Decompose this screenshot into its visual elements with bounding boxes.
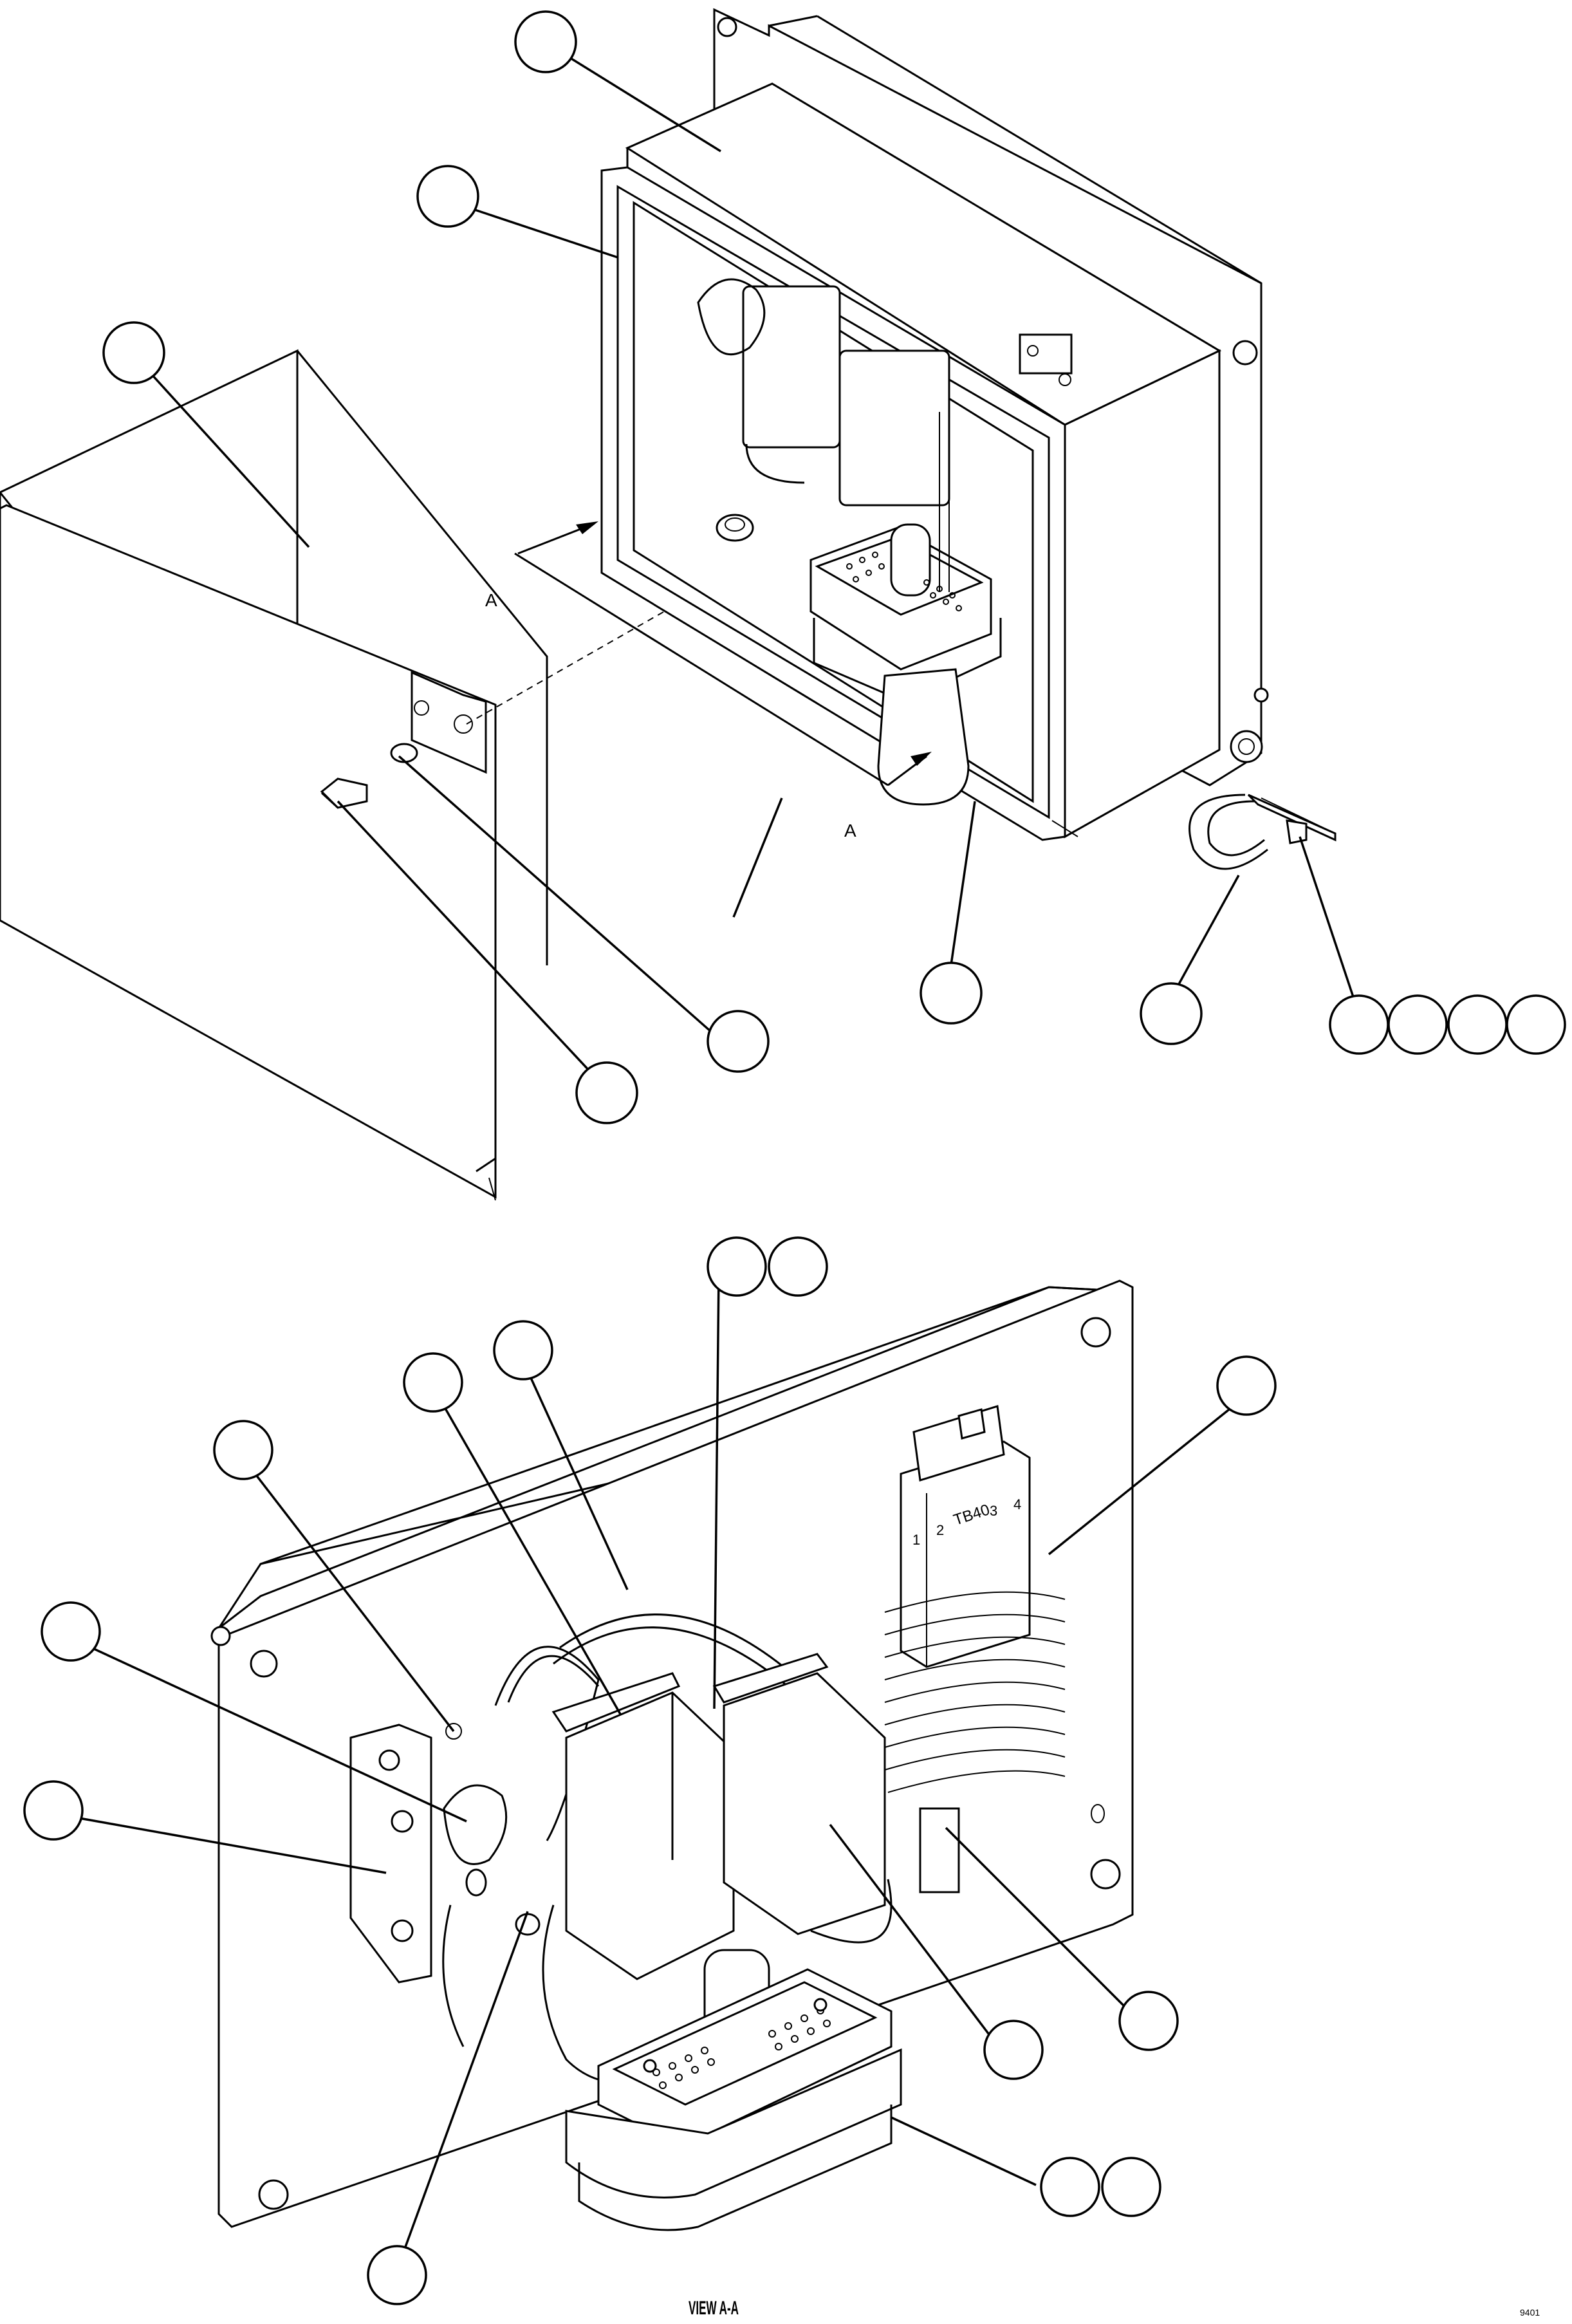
callout-connector-1 [1040,2157,1100,2217]
callout-connector-2 [1101,2157,1161,2217]
callout-screw [575,1061,638,1124]
callout-clamp [1140,982,1203,1045]
section-arrow-a: A A [485,521,932,841]
enclosure-exploded-view: A A [0,8,1566,1201]
figure-number: 9401 [1520,2307,1540,2318]
view-caption: VIEW A-A [689,2298,739,2319]
callout-rotary-part [41,1601,101,1662]
view-ground-assembly [443,1784,541,1936]
callout-box-body [514,10,577,73]
callout-bracket-hole [213,1420,273,1480]
view-terminal-block: TB40 1 2 3 4 [884,1405,1066,1893]
terminal-number-4: 4 [1013,1496,1021,1512]
callout-hardware-1 [707,1236,767,1297]
cover-bracket [390,671,487,774]
callout-front-frame [416,165,479,228]
callout-clamp-hardware-1 [1329,994,1389,1055]
cover-panel [0,349,548,1201]
callout-clamp-hardware-4 [1506,994,1566,1055]
cable-clamp [1188,794,1336,870]
callout-washer [707,1010,770,1073]
callout-cover [102,321,165,384]
callout-left-bracket [23,1780,84,1841]
callout-gasket [920,962,983,1025]
callout-circles-bottom [23,1236,1277,2305]
view-connector [565,1949,902,2231]
callout-relay-bracket [493,1320,553,1380]
connector-pin-grid [846,552,962,611]
view-connector-pin-grid [643,1998,831,2089]
callout-relay-right [983,2020,1044,2080]
cover-screw [320,777,368,809]
callout-clamp-hardware-3 [1447,994,1508,1055]
terminal-number-1: 1 [912,1532,920,1548]
callout-relay-left [403,1352,463,1413]
callout-clamp-hardware-2 [1387,994,1448,1055]
terminal-number-3: 3 [990,1503,997,1519]
view-relay-left [551,1672,735,1980]
enclosure-interior [697,278,1073,806]
callout-terminal-block [1216,1355,1277,1416]
callout-hardware-2 [768,1236,828,1297]
terminal-number-2: 2 [936,1522,944,1538]
view-relay-right [712,1653,886,1935]
section-label-bottom: A [844,821,856,841]
callout-circles-top [102,10,1566,1124]
view-left-bracket [349,1723,462,1984]
callout-din-rail [1118,1991,1179,2051]
callout-ground-wire [367,2245,427,2305]
view-a-a: TB40 1 2 3 4 [23,1236,1277,2319]
section-label-top: A [485,590,497,610]
view-cable-loops [442,1613,892,2084]
